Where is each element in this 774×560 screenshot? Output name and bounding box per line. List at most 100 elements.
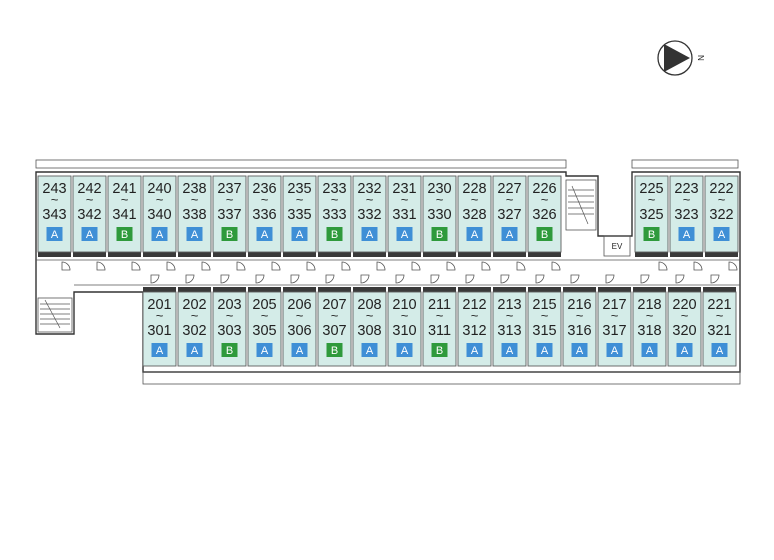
unit-tilde: ~ xyxy=(156,192,164,207)
door-arc xyxy=(535,274,545,284)
unit-number-lower: 302 xyxy=(182,323,206,339)
unit-type-label: A xyxy=(401,345,409,357)
unit-number-upper: 208 xyxy=(357,297,381,313)
unit-number-lower: 321 xyxy=(707,323,731,339)
unit-tilde: ~ xyxy=(401,308,409,323)
unit-205-corridor-edge xyxy=(248,287,281,293)
unit-type-badge xyxy=(501,227,518,241)
unit-number-lower: 313 xyxy=(497,323,521,339)
unit-number-lower: 338 xyxy=(182,207,206,223)
unit-tilde: ~ xyxy=(718,192,726,207)
building-outline: EV xyxy=(35,159,741,385)
door-arc xyxy=(306,261,316,271)
unit-type-badge xyxy=(326,343,343,357)
unit-243-corridor-edge xyxy=(38,251,71,257)
unit-tilde: ~ xyxy=(401,192,409,207)
unit-number-upper: 211 xyxy=(428,297,451,313)
door-arc xyxy=(500,274,510,284)
unit-type-badge xyxy=(186,227,203,241)
unit-type-label: B xyxy=(226,229,233,241)
compass-arrow xyxy=(664,44,690,72)
unit-241-corridor-edge xyxy=(108,251,141,257)
door-arc xyxy=(201,261,211,271)
unit-number-lower: 311 xyxy=(428,323,451,339)
unit-tilde: ~ xyxy=(683,192,691,207)
unit-226-room xyxy=(527,175,562,253)
unit-number-upper: 218 xyxy=(637,297,661,313)
door-arc xyxy=(675,274,685,284)
unit-number-upper: 202 xyxy=(182,297,206,313)
unit-type-label: A xyxy=(156,345,164,357)
unit-225-corridor-edge xyxy=(635,251,668,257)
unit-240-corridor-edge xyxy=(143,251,176,257)
elevator-box xyxy=(603,235,631,257)
unit-221-corridor-edge xyxy=(703,287,736,293)
top-balcony-left xyxy=(35,159,567,169)
unit-number-lower: 327 xyxy=(497,207,521,223)
unit-number-lower: 320 xyxy=(672,323,696,339)
unit-tilde: ~ xyxy=(436,192,444,207)
unit-number-lower: 301 xyxy=(147,323,171,339)
unit-type-label: B xyxy=(331,229,338,241)
unit-number-upper: 222 xyxy=(709,181,733,197)
door-arc xyxy=(710,274,720,284)
unit-tilde: ~ xyxy=(611,308,619,323)
left-stair-steps xyxy=(40,299,70,329)
unit-number-upper: 226 xyxy=(532,181,556,197)
unit-215-corridor-edge xyxy=(528,287,561,293)
unit-201-corridor-edge xyxy=(143,287,176,293)
unit-210-corridor-edge xyxy=(388,287,421,293)
unit-number-upper: 223 xyxy=(674,181,698,197)
door-arc xyxy=(255,274,265,284)
unit-tilde: ~ xyxy=(648,192,656,207)
unit-number-lower: 322 xyxy=(709,207,733,223)
unit-217-corridor-edge xyxy=(598,287,631,293)
unit-type-badge xyxy=(221,343,238,357)
unit-tilde: ~ xyxy=(191,192,199,207)
unit-number-lower: 341 xyxy=(112,207,136,223)
unit-type-label: B xyxy=(436,345,443,357)
unit-tilde: ~ xyxy=(296,192,304,207)
unit-type-badge xyxy=(221,227,238,241)
unit-type-badge xyxy=(326,227,343,241)
unit-number-lower: 328 xyxy=(462,207,486,223)
unit-tilde: ~ xyxy=(86,192,94,207)
unit-number-lower: 330 xyxy=(427,207,451,223)
unit-tilde: ~ xyxy=(471,192,479,207)
door-arc xyxy=(290,274,300,284)
unit-tilde: ~ xyxy=(121,192,129,207)
unit-number-upper: 236 xyxy=(252,181,276,197)
unit-type-badge xyxy=(46,227,63,241)
unit-number-upper: 212 xyxy=(462,297,486,313)
unit-type-badge xyxy=(641,343,658,357)
door-arc xyxy=(360,274,370,284)
door-arc xyxy=(481,261,491,271)
unit-number-upper: 205 xyxy=(252,297,276,313)
unit-242-corridor-edge xyxy=(73,251,106,257)
unit-type-badge xyxy=(431,343,448,357)
door-arc xyxy=(131,261,141,271)
unit-number-upper: 231 xyxy=(392,181,416,197)
unit-number-upper: 241 xyxy=(112,181,136,197)
door-arc xyxy=(446,261,456,271)
unit-type-label: A xyxy=(86,229,94,241)
unit-number-upper: 206 xyxy=(287,297,311,313)
unit-tilde: ~ xyxy=(716,308,724,323)
unit-206-corridor-edge xyxy=(283,287,316,293)
unit-number-upper: 242 xyxy=(77,181,101,197)
unit-type-label: A xyxy=(646,345,654,357)
unit-type-label: B xyxy=(331,345,338,357)
unit-type-label: A xyxy=(683,229,691,241)
